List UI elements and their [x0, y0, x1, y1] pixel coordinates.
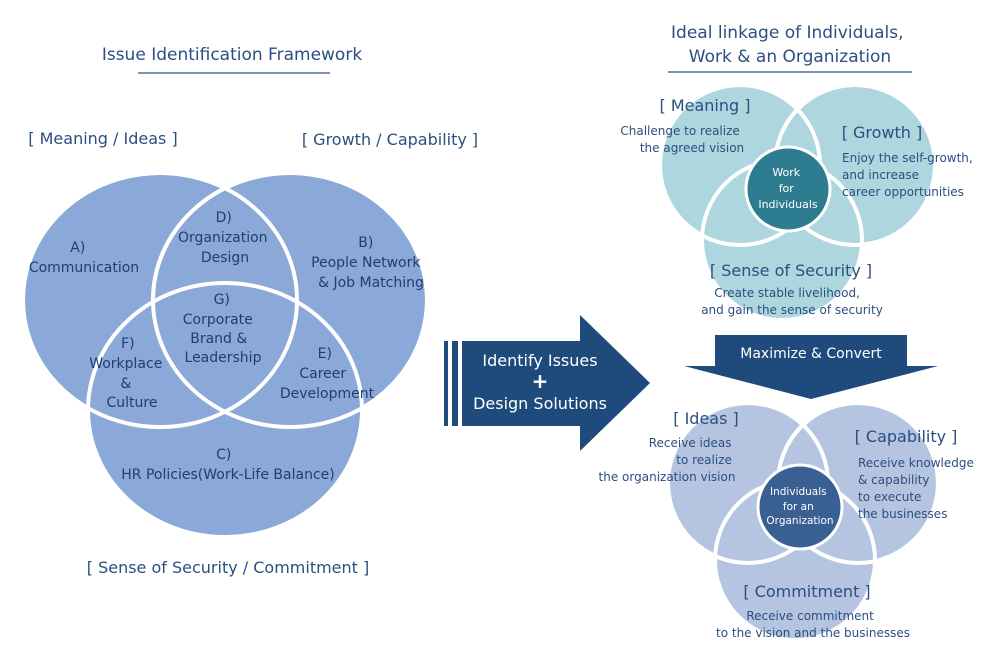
- top-label-meaning: [ Meaning ]: [660, 96, 751, 115]
- venn-diagram: Issue Identification Framework [ Meaning…: [21, 45, 478, 577]
- maximize-convert-arrow: Maximize & Convert: [684, 335, 938, 399]
- left-title: Issue Identification Framework: [102, 45, 362, 65]
- region-g: G) Corporate Brand & Leadership: [183, 292, 262, 366]
- top-label-growth: [ Growth ]: [842, 123, 923, 142]
- arrow-line1: Identify Issues: [482, 351, 597, 370]
- region-c: C) HR Policies(Work-Life Balance): [121, 447, 334, 483]
- bottom-label-capability: [ Capability ]: [855, 427, 958, 446]
- region-e: E) Career Development: [280, 346, 375, 402]
- venn-outline-meaning: [21, 171, 299, 429]
- bottom-label-commitment: [ Commitment ]: [743, 582, 870, 601]
- bottom-center-circle: [756, 463, 844, 551]
- arrow-body: [462, 315, 650, 451]
- ideal-linkage-top: Ideal linkage of Individuals, Work & an …: [620, 23, 977, 322]
- top-desc-security: Create stable livelihood, and gain the s…: [701, 286, 883, 317]
- top-center-text: Work for Individuals: [758, 166, 818, 211]
- top-desc-meaning: Challenge to realize the agreed vision: [620, 124, 744, 155]
- bottom-desc-commitment: Receive commitment to the vision and the…: [716, 609, 910, 640]
- bottom-label-ideas: [ Ideas ]: [673, 409, 739, 428]
- right-title: Ideal linkage of Individuals, Work & an …: [671, 23, 909, 67]
- arrow-line2: Design Solutions: [473, 394, 607, 413]
- top-center-circle: [744, 145, 832, 233]
- label-growth-capability: [ Growth / Capability ]: [302, 130, 478, 149]
- region-d: D) Organization Design: [178, 210, 272, 266]
- bottom-desc-capability: Receive knowledge & capability to execut…: [858, 456, 978, 521]
- process-arrow: Identify Issues + Design Solutions: [444, 315, 650, 451]
- bottom-desc-ideas: Receive ideas to realize the organizatio…: [599, 436, 736, 484]
- venn-outline-growth: [151, 171, 429, 429]
- arrow-stripe-1: [444, 341, 448, 426]
- ideal-linkage-bottom: Individuals for an Organization [ Ideas …: [599, 401, 978, 642]
- bottom-center-text: Individuals for an Organization: [766, 486, 833, 527]
- convert-arrowhead: [684, 366, 938, 399]
- label-security-commitment: [ Sense of Security / Commitment ]: [87, 558, 370, 577]
- top-desc-growth: Enjoy the self-growth, and increase care…: [842, 151, 977, 199]
- region-b: B) People Network & Job Matching: [311, 235, 425, 291]
- arrow-stripe-2: [452, 341, 458, 426]
- region-a: A) Communication: [29, 240, 139, 276]
- arrow-plus: +: [532, 369, 549, 393]
- convert-box: [715, 335, 907, 371]
- region-f: F) Workplace & Culture: [89, 336, 167, 411]
- convert-label: Maximize & Convert: [740, 346, 882, 362]
- top-label-security: [ Sense of Security ]: [710, 261, 872, 280]
- label-meaning-ideas: [ Meaning / Ideas ]: [28, 129, 177, 148]
